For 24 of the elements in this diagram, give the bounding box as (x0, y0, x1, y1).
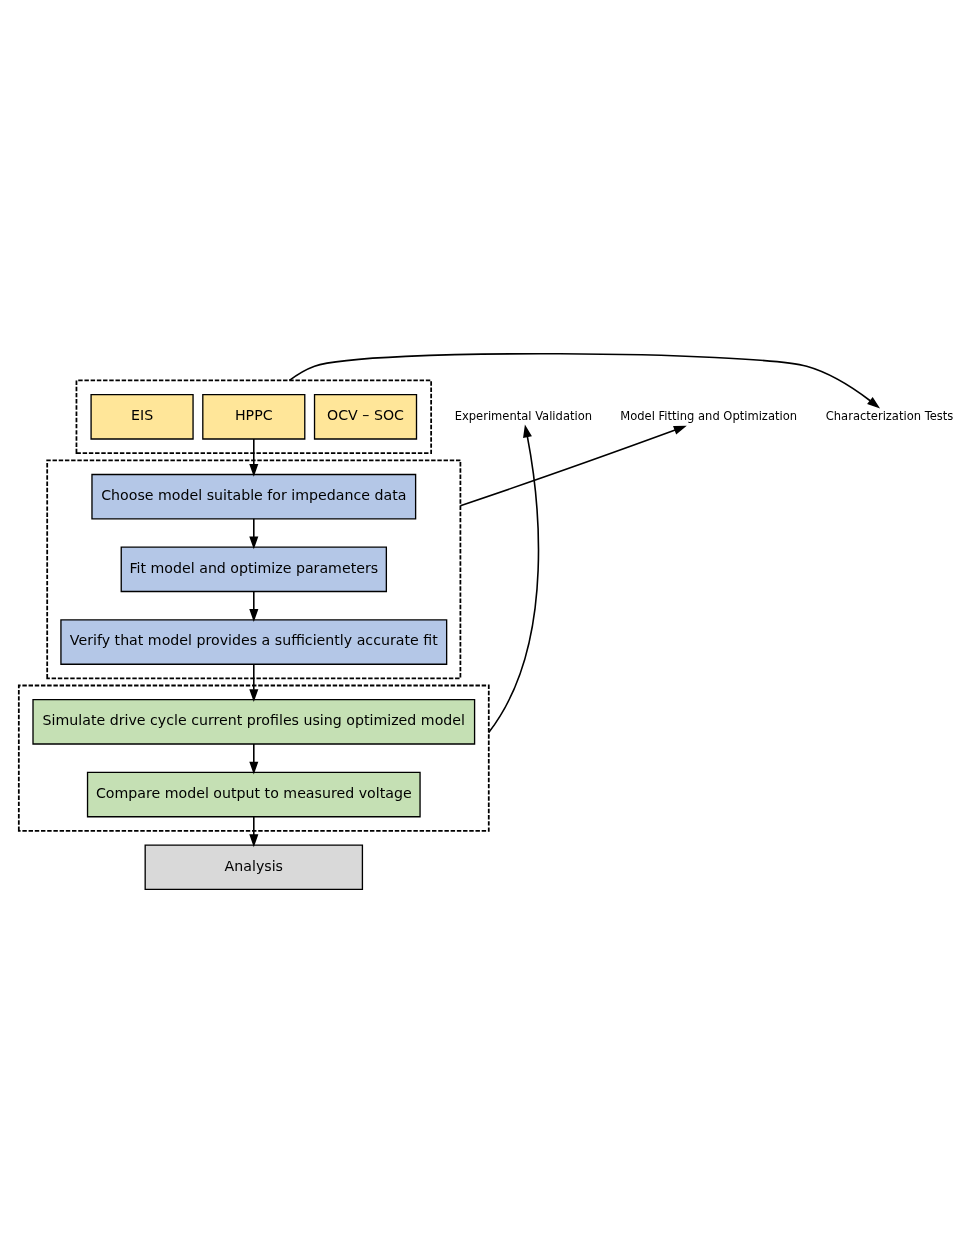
node-box: EIS (90, 394, 194, 440)
node-box: Choose model suitable for impedance data (91, 473, 417, 520)
arrow (459, 425, 687, 507)
arrow (249, 743, 259, 775)
node-text: Model Fitting and Optimization (620, 408, 798, 423)
node-box: Fit model and optimize parameters (120, 546, 388, 593)
node-text: Experimental Validation (454, 408, 593, 423)
cluster (46, 459, 462, 680)
node-box: Compare model output to measured voltage (86, 771, 421, 818)
node-box: OCV – SOC (313, 394, 418, 440)
cluster (75, 379, 433, 455)
arrow (249, 815, 259, 848)
node-box: Analysis (144, 844, 364, 891)
node-box: HPPC (202, 394, 306, 440)
arrow (249, 518, 259, 550)
node-text: Characterization Tests (825, 408, 954, 423)
cluster (17, 684, 490, 832)
arrow (487, 424, 540, 734)
node-box: Verify that model provides a sufficiently accurate fit (60, 619, 448, 665)
arrow (288, 352, 881, 409)
arrow (249, 438, 259, 477)
node-box: Simulate drive cycle current profiles using optimized model (32, 699, 476, 745)
arrow (249, 663, 259, 703)
arrow (249, 590, 259, 623)
